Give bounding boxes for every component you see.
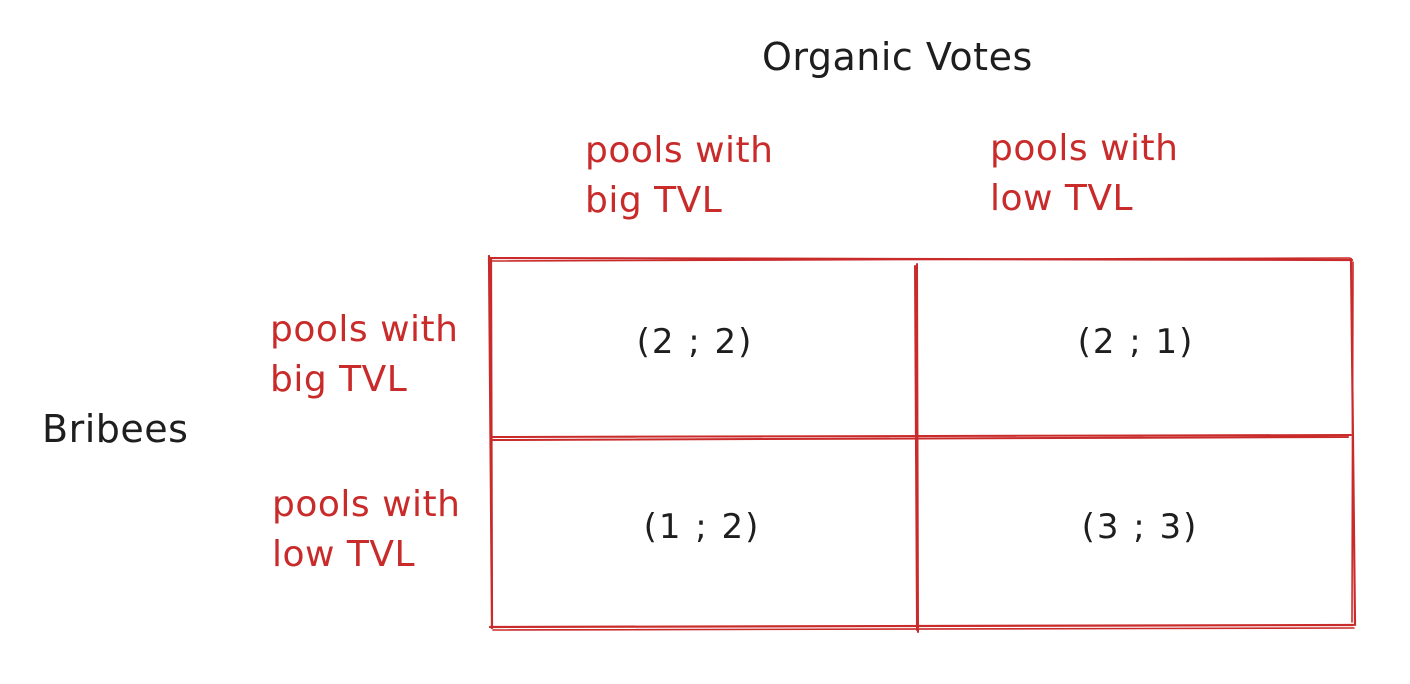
column-strategy-low-tvl-line1: pools with (990, 128, 1179, 169)
row-strategy-low-tvl: pools with low TVL (272, 480, 460, 580)
payoff-cell-low-low: (3 ; 3) (1081, 507, 1199, 547)
column-strategy-big-tvl-line1: pools with (585, 130, 774, 171)
row-strategy-low-tvl-line1: pools with (272, 484, 461, 525)
column-strategy-big-tvl-line2: big TVL (585, 180, 723, 221)
grid-outer-border (487, 254, 1357, 630)
column-strategy-low-tvl: pools with low TVL (990, 124, 1178, 224)
row-strategy-low-tvl-line2: low TVL (272, 534, 416, 575)
payoff-cell-big-low: (2 ; 1) (1077, 322, 1195, 362)
row-strategy-big-tvl-line1: pools with (270, 309, 459, 350)
grid-horizontal-divider (491, 434, 1352, 441)
column-player-label: Organic Votes (762, 35, 1033, 79)
row-strategy-big-tvl-line2: big TVL (270, 359, 408, 400)
column-strategy-big-tvl: pools with big TVL (585, 126, 773, 226)
payoff-cell-big-big: (2 ; 2) (636, 322, 754, 362)
row-player-label: Bribees (42, 407, 189, 451)
payoff-cell-low-big: (1 ; 2) (643, 507, 761, 547)
grid-outer-border-sketch (488, 257, 1355, 631)
row-strategy-big-tvl: pools with big TVL (270, 305, 458, 405)
grid-vertical-divider (914, 263, 919, 633)
column-strategy-low-tvl-line2: low TVL (990, 178, 1134, 219)
